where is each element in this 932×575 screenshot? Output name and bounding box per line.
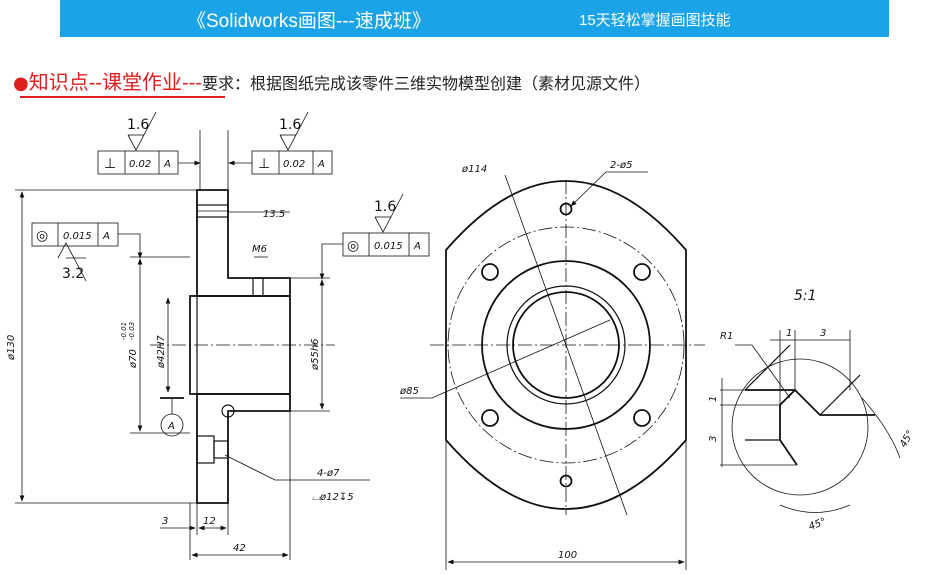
svg-text:⊥: ⊥: [258, 156, 270, 172]
m6-hole: [252, 277, 264, 297]
dim-85: ø85: [399, 386, 419, 397]
leader-85: [400, 319, 611, 399]
detail-angle-arc-2: [861, 397, 901, 459]
bolt-hole-3: [481, 409, 499, 427]
pin-hole-1: [559, 202, 573, 216]
banner-subtitle: 15天轻松掌握画图技能: [579, 12, 731, 29]
banner-title: 《Solidworks画图---速成班》: [187, 11, 431, 32]
detail-profile-side: [779, 389, 798, 466]
pin-hole-2: [559, 474, 573, 488]
tolerance-frame-4: ◎ 0.015 A: [342, 232, 430, 257]
detail-circle: [731, 358, 869, 496]
tolerance-frame-3: ◎ 0.015 A: [31, 222, 119, 247]
bolt-hole-2: [633, 263, 651, 281]
front-view: ø114 2-ø5 ø85 100: [399, 160, 705, 570]
detail-chamfer-line-2: [819, 374, 861, 416]
svg-text:◎: ◎: [36, 228, 48, 244]
svg-text:0.02: 0.02: [129, 159, 151, 170]
detail-dim-3b: 3: [708, 436, 719, 442]
detail-r1: R1: [720, 331, 733, 342]
svg-text:1.6: 1.6: [127, 117, 149, 133]
svg-text:A: A: [163, 159, 171, 170]
counterbore-note: ⌴ø12↧5: [312, 492, 354, 503]
svg-text:1.6: 1.6: [374, 199, 396, 215]
lower-section-hatch: [196, 393, 291, 504]
leader-114: [504, 174, 628, 516]
svg-text:0.015: 0.015: [63, 231, 92, 242]
detail-dim-1b: 1: [708, 396, 719, 402]
detail-chamfer-line: [744, 344, 791, 391]
svg-text:1.6: 1.6: [279, 117, 301, 133]
svg-text:3.2: 3.2: [62, 266, 84, 282]
upper-section-hatch: [196, 189, 291, 297]
bullet-dot: ●: [13, 73, 29, 94]
svg-text:⊥: ⊥: [104, 156, 116, 172]
dim-m6: M6: [252, 244, 267, 255]
bore-outline: [189, 295, 291, 395]
roughness-symbol-3: 1.6: [374, 193, 404, 233]
svg-text:A: A: [413, 241, 421, 252]
scale-label: 5:1: [794, 288, 817, 304]
roughness-symbol-4: 3.2: [57, 242, 87, 282]
dim-70: ø70: [128, 349, 139, 369]
task-requirement: 要求：根据图纸完成该零件三维实物模型创建（素材见源文件）: [202, 76, 651, 93]
title-banner: 《Solidworks画图---速成班》 15天轻松掌握画图技能: [60, 0, 889, 37]
bolt-circle: [447, 226, 685, 464]
outer-bore-circle: [506, 285, 626, 405]
dim-114: ø114: [461, 164, 487, 175]
detail-r1-leader: [735, 344, 791, 399]
leader-frame4: [319, 243, 343, 280]
bolt-hole-1: [481, 263, 499, 281]
svg-text:◎: ◎: [347, 238, 359, 254]
task-line: ●知识点--课堂作业---要求：根据图纸完成该零件三维实物模型创建（素材见源文件…: [13, 66, 650, 95]
dim-42h7: ø42H7: [156, 335, 167, 369]
roughness-symbol-1: 1.6: [127, 111, 157, 151]
detail-angle-b: 45°: [807, 516, 827, 532]
task-keyword: 知识点--课堂作业---: [28, 72, 203, 94]
tolerance-frame-2: ⊥ 0.02 A: [251, 150, 333, 175]
dim-130: ø130: [6, 335, 17, 361]
roughness-symbol-2: 1.6: [279, 111, 309, 151]
detail-angle-arc-1: [779, 504, 851, 513]
counterbore-hole: [196, 435, 215, 464]
detail-angle-a: 45°: [898, 429, 916, 450]
svg-text:A: A: [317, 159, 325, 170]
dim-100: 100: [558, 550, 577, 561]
cross-hole: [221, 404, 235, 418]
detail-dim-1a: 1: [786, 328, 792, 339]
leader-2x5: [570, 171, 648, 207]
dim-13-5: 13.5: [263, 209, 285, 220]
dim-70-tol-lower: -0.03: [128, 322, 136, 340]
hub-circle: [481, 260, 651, 430]
holes-note: 4-ø7: [317, 468, 340, 479]
dim-70-tol-upper: -0.01: [120, 322, 128, 340]
datum-a-label: A: [167, 421, 175, 432]
holes-leader: [224, 454, 370, 481]
detail-profile-top: [745, 389, 875, 416]
dim-55h6: ø55h6: [310, 338, 321, 371]
dim-12: 12: [203, 516, 216, 527]
dim-3: 3: [162, 516, 168, 527]
dim-42: 42: [233, 543, 246, 554]
dim-2x5: 2-ø5: [610, 160, 632, 171]
section-view: A 1.6 1.6 1.6 3.2 ⊥: [6, 111, 430, 560]
tolerance-frame-1: ⊥ 0.02 A: [97, 150, 179, 175]
svg-text:0.02: 0.02: [283, 159, 305, 170]
detail-dim-3a: 3: [820, 328, 826, 339]
detail-view: 5:1 R1 1 3 1 3 45° 45°: [708, 288, 916, 533]
svg-text:A: A: [102, 231, 110, 242]
keyword-underline: [20, 96, 225, 98]
bolt-hole-4: [633, 409, 651, 427]
through-hole: [213, 440, 229, 459]
leader-frame3: [118, 233, 143, 259]
bore-circle: [512, 291, 620, 399]
svg-text:0.015: 0.015: [374, 241, 403, 252]
